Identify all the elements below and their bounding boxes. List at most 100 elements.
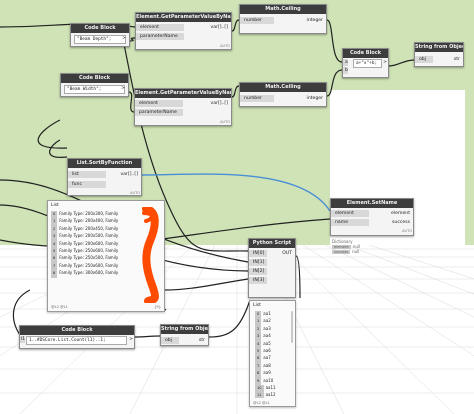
list-value: aa3 [263, 325, 271, 331]
get-parameter-value-node-2[interactable]: Element.GetParameterValueByName element … [134, 88, 232, 126]
lacing-indicator: AUTO [130, 191, 140, 195]
output-port[interactable]: integer [306, 96, 323, 101]
input-port-in1[interactable]: IN[1] [249, 259, 267, 266]
lacing-indicator: AUTO [220, 44, 230, 48]
get-parameter-value-node-1[interactable]: Element.GetParameterValueByName element … [135, 12, 232, 50]
list-value: Family Type: 250x600, Family [59, 262, 119, 268]
input-port-obj[interactable]: obj [415, 56, 433, 63]
code-editor[interactable]: "Beam Depth"; [74, 35, 126, 44]
python-script-node[interactable]: Python Script IN[0] IN[1] IN[2] IN[3] OU… [248, 238, 296, 298]
input-port-parameter-name[interactable]: parameterName [135, 109, 183, 116]
list-value: aa4 [263, 333, 271, 339]
preview-header: List [253, 303, 261, 308]
output-port[interactable]: var[]..[] [120, 172, 138, 177]
math-ceiling-node-2[interactable]: Math.Ceiling number integer [239, 82, 327, 107]
string-from-object-node-1[interactable]: String from Object obj str [414, 42, 464, 67]
red-annotation-scribble [142, 207, 159, 303]
list-index: 11 [255, 392, 264, 398]
dict-key: element [332, 245, 351, 249]
output-port[interactable]: OUT [282, 251, 292, 256]
list-sort-by-function-node[interactable]: List.SortByFunction list func var[]..[] … [67, 158, 142, 196]
output-port[interactable]: var[]..[] [210, 101, 228, 106]
node-title: Math.Ceiling [240, 5, 326, 14]
node-title: Python Script [249, 239, 295, 248]
output-port-success[interactable]: success [392, 220, 410, 225]
input-port-number[interactable]: number [240, 17, 274, 24]
lacing-indicator: AUTO [402, 229, 412, 233]
list-value: aa6 [263, 347, 271, 353]
input-port-l1[interactable]: l1 [20, 336, 26, 343]
lacing-indicator: AUTO [220, 120, 230, 124]
output-port[interactable]: var[]..[] [210, 25, 228, 30]
list-value: aa8 [263, 362, 271, 368]
preview-header: List [51, 203, 59, 208]
preview-header: Dictionary [332, 239, 353, 244]
input-port-in0[interactable]: IN[0] [249, 250, 267, 257]
node-title: Code Block [343, 49, 388, 58]
input-port-name[interactable]: name [331, 219, 369, 226]
input-port-element[interactable]: element [331, 210, 369, 217]
input-port-obj[interactable]: obj [161, 337, 179, 344]
list-value: aa12 [265, 392, 276, 398]
input-port-b[interactable]: b [343, 67, 348, 74]
code-block-range[interactable]: Code Block l1 1..#DSCore.List.Count(l1).… [19, 325, 135, 349]
list-index: 4 [255, 340, 262, 348]
code-block-concat[interactable]: Code Block a b a+"x"+b; > [342, 48, 389, 78]
code-editor[interactable]: 1..#DSCore.List.Count(l1)..1; [26, 336, 127, 345]
list-index: 0 [255, 311, 262, 319]
list-value: aa9 [263, 370, 271, 376]
list-value: Family Type: 300x600, Family [59, 270, 119, 276]
output-port[interactable]: > [121, 86, 125, 91]
list-value: Family Type: 200x500, Family [59, 233, 119, 239]
string-from-object-node-2[interactable]: String from Object obj str [160, 324, 209, 346]
list-index: 7 [255, 362, 262, 371]
input-port-parameter-name[interactable]: parameterName [136, 33, 184, 40]
output-port[interactable]: integer [306, 18, 323, 23]
element-set-name-node[interactable]: Element.SetName element name element suc… [330, 198, 414, 236]
input-port-in3[interactable]: IN[3] [249, 277, 267, 284]
output-port[interactable]: str [453, 57, 460, 62]
input-port-a[interactable]: a [343, 59, 348, 66]
code-block-beam-depth[interactable]: Code Block "Beam Depth"; > [70, 23, 130, 47]
list-index: 7 [51, 262, 58, 271]
preview-scrollbar[interactable] [291, 311, 293, 343]
list-index: 9 [255, 377, 262, 385]
list-index: 8 [255, 370, 262, 378]
node-title: Math.Ceiling [240, 83, 326, 92]
preview-count: {9} [154, 305, 161, 309]
code-block-beam-width[interactable]: Code Block "Beam Width"; > [60, 73, 129, 97]
input-port-func[interactable]: func [68, 181, 106, 188]
input-port-in2[interactable]: IN[2] [249, 268, 267, 275]
node-title: String from Object [415, 43, 463, 52]
list-value: aa10 [263, 377, 274, 383]
input-port-element[interactable]: element [135, 100, 183, 107]
input-port-number[interactable]: number [240, 95, 274, 102]
math-ceiling-node-1[interactable]: Math.Ceiling number integer [239, 4, 327, 34]
list-index: 6 [51, 255, 58, 263]
output-port[interactable]: > [383, 60, 387, 65]
code-editor[interactable]: a+"x"+b; [353, 59, 382, 68]
output-port-element[interactable]: element [391, 211, 410, 216]
input-port-list[interactable]: list [68, 171, 106, 178]
output-port[interactable]: > [122, 36, 126, 41]
preview-levels: @L2 @L1 [51, 305, 68, 309]
output-port[interactable]: str [198, 338, 205, 343]
list-index: 2 [255, 325, 262, 334]
output-port[interactable]: > [129, 337, 133, 342]
input-port-element[interactable]: element [136, 24, 184, 31]
code-editor[interactable]: "Beam Width"; [64, 85, 125, 94]
